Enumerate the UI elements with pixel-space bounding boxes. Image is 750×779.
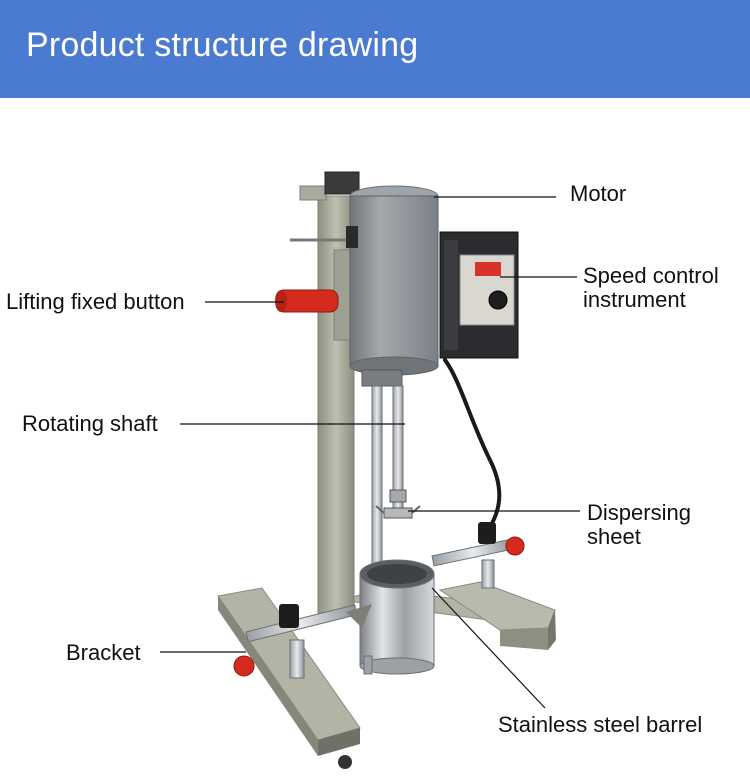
motor xyxy=(346,185,439,387)
rotating-shaft xyxy=(371,385,407,567)
label-bracket: Bracket xyxy=(66,640,141,665)
leader-barrel xyxy=(431,587,546,709)
label-rotating-shaft: Rotating shaft xyxy=(22,411,158,436)
label-dispersing-line1: Dispersing xyxy=(587,500,691,525)
clamp-arms xyxy=(233,522,525,679)
speed-control-box xyxy=(439,231,519,359)
page-title: Product structure drawing xyxy=(26,26,419,64)
label-motor: Motor xyxy=(570,181,627,206)
label-barrel: Stainless steel barrel xyxy=(498,712,703,737)
label-lifting-button: Lifting fixed button xyxy=(6,289,185,314)
dispersing-disc xyxy=(375,505,421,519)
lifting-handle xyxy=(275,289,339,313)
header-banner: Product structure drawing xyxy=(0,0,750,98)
label-speed-control-line1: Speed control xyxy=(583,263,719,288)
leader-lines xyxy=(160,196,580,709)
power-cable xyxy=(443,358,502,532)
label-speed-control-line2: instrument xyxy=(583,287,686,312)
label-dispersing-line2: sheet xyxy=(587,524,641,549)
stainless-barrel xyxy=(359,559,435,675)
